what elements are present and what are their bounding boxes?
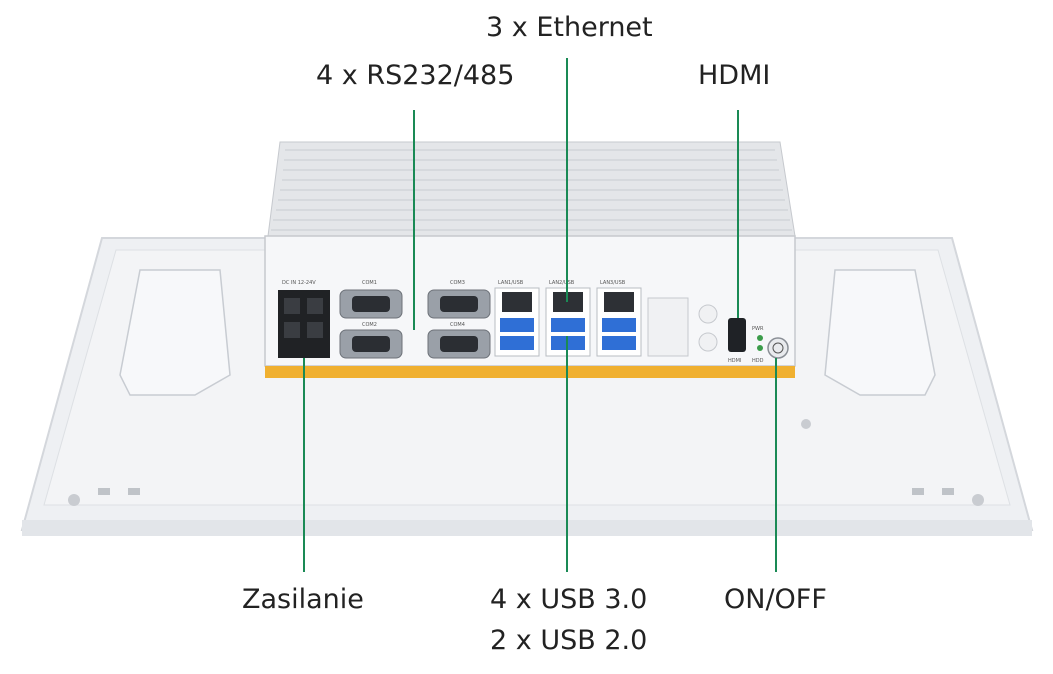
com3-label: COM3 — [450, 280, 465, 286]
dc-in-label: DC IN 12-24V — [282, 280, 316, 286]
com2-label: COM2 — [362, 322, 377, 328]
lan2-usb-stack — [545, 287, 591, 357]
hdmi-callout: HDMI — [698, 60, 771, 91]
knockout-1 — [698, 304, 718, 324]
clip-bl1 — [98, 488, 110, 495]
lan1-usb-stack — [494, 287, 540, 357]
serial-callout: 4 x RS232/485 — [316, 60, 515, 91]
onoff-callout: ON/OFF — [724, 584, 827, 615]
knockout-2 — [698, 332, 718, 352]
pwr-label: PWR — [752, 326, 764, 332]
heatsink — [267, 141, 796, 237]
screw-panel — [801, 419, 811, 429]
hdd-label: HDD — [752, 358, 764, 364]
usb-leader — [566, 336, 568, 572]
lan3-label: LAN3/USB — [600, 280, 626, 286]
clip-br1 — [912, 488, 924, 495]
hole-bl — [68, 494, 80, 506]
lan2-label: LAN2/USB — [549, 280, 575, 286]
com4-label: COM4 — [450, 322, 465, 328]
hdmi-leader — [737, 110, 739, 318]
usb3-callout: 4 x USB 3.0 — [490, 584, 648, 615]
com1-label: COM1 — [362, 280, 377, 286]
clip-br2 — [942, 488, 954, 495]
ethernet-leader — [566, 58, 568, 302]
usb2-callout: 2 x USB 2.0 — [490, 625, 648, 656]
hdd-led — [757, 345, 763, 351]
serial-leader — [413, 110, 415, 330]
power-leader — [303, 358, 305, 572]
pwr-led — [757, 335, 763, 341]
power-button — [767, 337, 789, 359]
left-mount-pad — [119, 269, 231, 396]
accent-strip — [265, 366, 795, 378]
panel-bottom-edge — [22, 520, 1032, 536]
blank-cover — [647, 297, 689, 357]
hdmi-port-label: HDMI — [728, 358, 741, 364]
lan1-label: LAN1/USB — [498, 280, 524, 286]
clip-bl2 — [128, 488, 140, 495]
right-mount-pad — [824, 269, 936, 396]
lan3-usb-stack — [596, 287, 642, 357]
hdmi-port — [728, 318, 746, 352]
power-callout: Zasilanie — [242, 584, 364, 615]
hole-br — [972, 494, 984, 506]
ethernet-callout: 3 x Ethernet — [486, 12, 653, 43]
onoff-leader — [775, 358, 777, 572]
heatsink-fins — [271, 149, 792, 231]
